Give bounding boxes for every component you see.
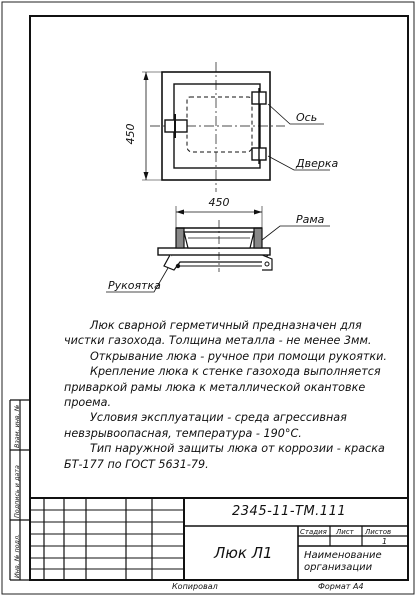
title-block-lines	[30, 497, 408, 580]
callout-axis: Ось	[296, 111, 317, 124]
leader-handle	[106, 267, 169, 293]
note-3: Крепление люка к стенке газохода выполня…	[64, 365, 381, 410]
notes-block: Люк сварной герметичный предназначен для…	[64, 318, 400, 472]
sheets-value: 1	[382, 537, 388, 546]
frame-wall-right	[253, 227, 263, 249]
leader-axis	[267, 103, 324, 125]
callout-door: Дверка	[295, 157, 338, 170]
leader-door	[267, 155, 330, 171]
note-1: Люк сварной герметичный предназначен для…	[64, 319, 372, 348]
margin-stamp	[9, 399, 30, 581]
note-2: Открывание люка - ручное при помощи руко…	[90, 349, 387, 363]
note-4: Условия эксплуатации - среда агрессивная…	[64, 411, 347, 440]
footer-format: Формат А4	[318, 582, 364, 591]
document-code: 2345-11-ТМ.111	[232, 504, 347, 519]
organization-name: Наименование организации	[304, 550, 382, 573]
dimension-top: 450	[209, 196, 230, 209]
dim-side-arrow-top	[143, 72, 149, 80]
footer-copied: Копировал	[172, 582, 218, 591]
hinge-pin	[264, 261, 270, 267]
callout-handle: Рукоятка	[108, 279, 161, 292]
callout-frame: Рама	[296, 213, 325, 226]
document-title: Люк Л1	[214, 544, 273, 562]
dimension-side: 450	[124, 124, 137, 145]
drawing-frame	[29, 15, 409, 581]
margin-label-signature: Подпись и дата	[13, 465, 21, 518]
dim-side-arrow-bottom	[143, 172, 149, 180]
opening-dashed	[186, 96, 253, 153]
dim-top-arrow-right	[254, 209, 262, 215]
stage-header: Стадия	[300, 528, 327, 536]
handle-pivot	[175, 263, 181, 269]
sheet-header: Лист	[336, 528, 354, 536]
sheets-header: Листов	[365, 528, 392, 536]
base-plate	[157, 247, 271, 256]
frame-wall-left	[175, 227, 185, 249]
note-5: Тип наружной защиты люка от коррозии - к…	[64, 442, 385, 471]
margin-label-inv: Инв. № подл.	[13, 533, 21, 578]
hatch-section-view: 450 Рама Рукоятка	[106, 196, 330, 293]
hatch-top-view: 450 Ось Дверка	[124, 62, 338, 192]
leader-frame	[261, 225, 330, 241]
margin-label-replace: Взам. инв. №	[13, 404, 21, 448]
dim-top-arrow-left	[176, 209, 184, 215]
